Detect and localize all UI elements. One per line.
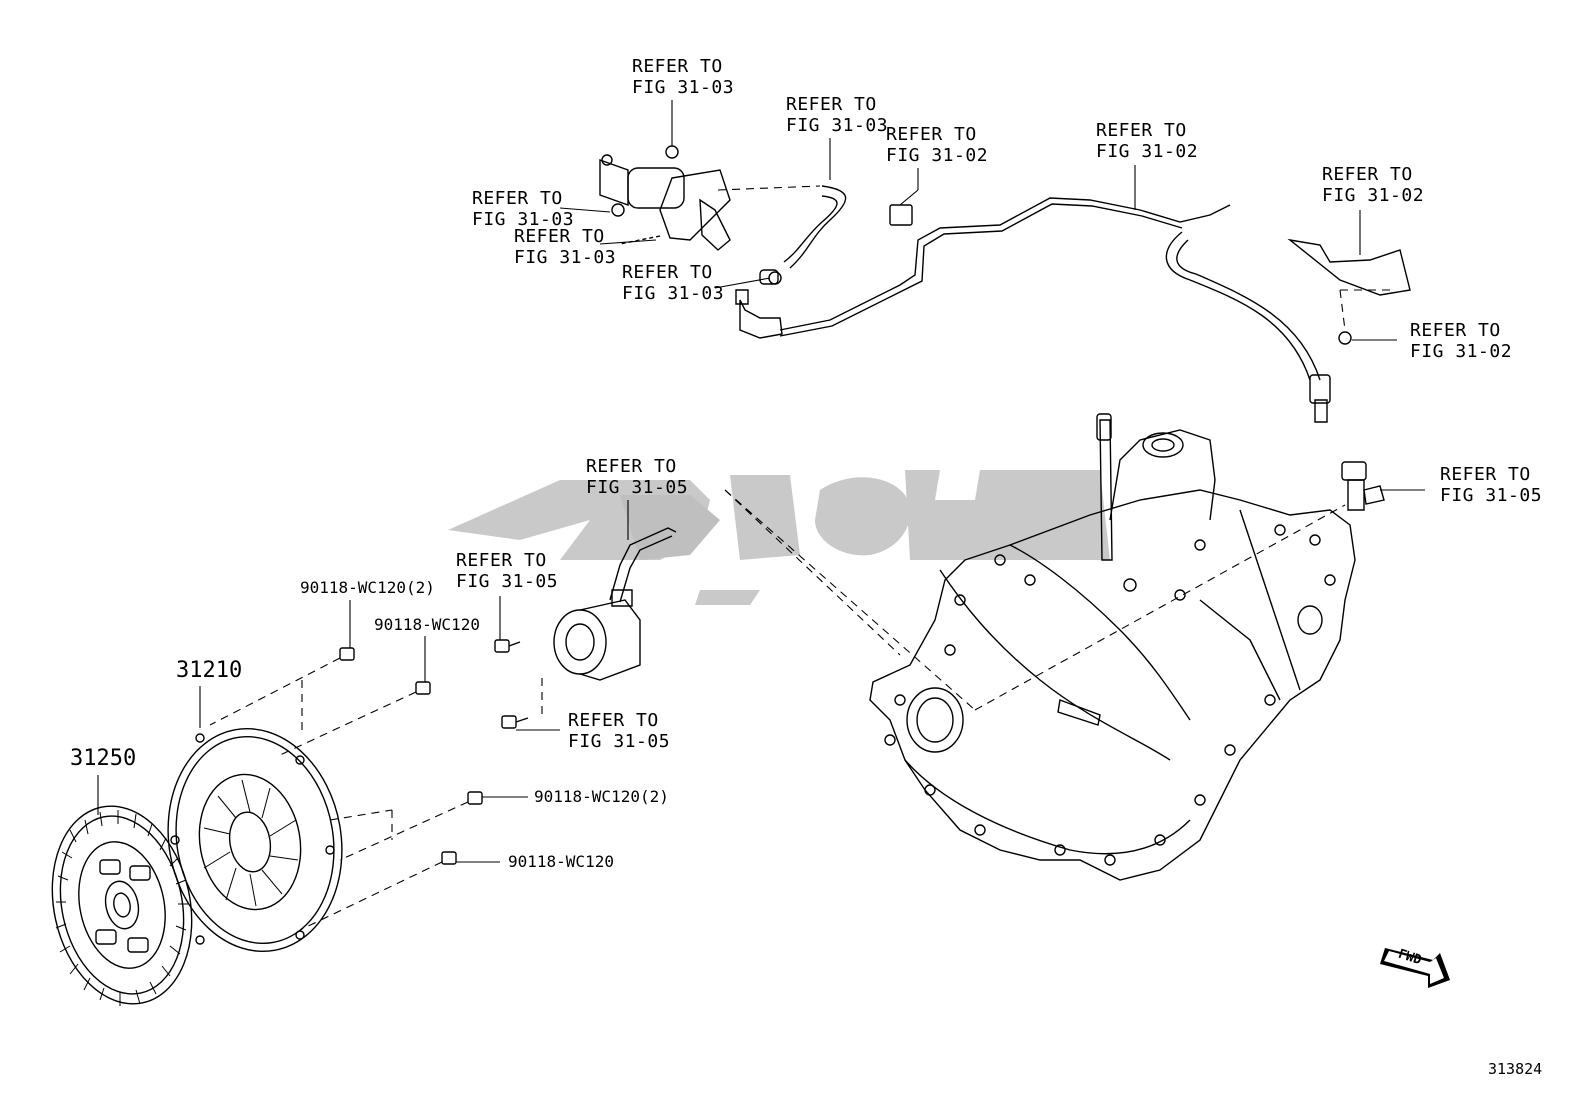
refer-line1: REFER TO	[1440, 464, 1531, 485]
refer-line2: FIG 31-05	[456, 571, 559, 592]
clutch-disc	[35, 793, 210, 1017]
refer-label: REFER TO FIG 31-05	[568, 710, 670, 752]
refer-line1: REFER TO	[456, 550, 547, 571]
refer-line1: REFER TO	[886, 124, 977, 145]
part-number-bolt: 90118-WC120	[508, 852, 614, 871]
refer-line1: REFER TO	[632, 56, 723, 77]
refer-line1: REFER TO	[1410, 320, 1501, 341]
refer-line2: FIG 31-03	[786, 115, 889, 136]
refer-line2: FIG 31-02	[1096, 141, 1199, 162]
refer-label: REFER TO FIG 31-03	[786, 94, 888, 136]
watermark-logo	[448, 470, 1110, 605]
refer-label: REFER TO FIG 31-02	[1322, 164, 1424, 206]
hydraulic-lines	[736, 186, 1410, 510]
refer-line2: FIG 31-02	[886, 145, 989, 166]
refer-label: REFER TO FIG 31-03	[622, 262, 724, 304]
refer-line1: REFER TO	[1322, 164, 1413, 185]
refer-label: REFER TO FIG 31-02	[1096, 120, 1198, 162]
refer-line1: REFER TO	[1096, 120, 1187, 141]
bolts	[340, 640, 528, 864]
release-cylinder	[554, 528, 676, 680]
refer-line1: REFER TO	[622, 262, 713, 283]
refer-label: REFER TO FIG 31-02	[1410, 320, 1512, 362]
refer-line1: REFER TO	[568, 710, 659, 731]
refer-line1: REFER TO	[472, 188, 563, 209]
refer-line2: FIG 31-02	[1322, 185, 1425, 206]
part-number-bolt: 90118-WC120(2)	[300, 578, 435, 597]
fwd-arrow-icon	[1380, 948, 1450, 988]
refer-line1: REFER TO	[586, 456, 677, 477]
refer-label: REFER TO FIG 31-02	[886, 124, 988, 166]
part-number-bolt: 90118-WC120	[374, 615, 480, 634]
refer-line2: FIG 31-05	[586, 477, 689, 498]
leader-lines	[98, 100, 1425, 862]
refer-label: REFER TO FIG 31-05	[586, 456, 688, 498]
refer-label: REFER TO FIG 31-03	[514, 226, 616, 268]
part-number-clutch-cover: 31210	[176, 658, 243, 683]
clutch-master-cylinder	[600, 146, 730, 250]
part-number-bolt: 90118-WC120(2)	[534, 787, 669, 806]
refer-line2: FIG 31-02	[1410, 341, 1513, 362]
refer-line1: REFER TO	[514, 226, 605, 247]
refer-line2: FIG 31-05	[568, 731, 671, 752]
part-number-clutch-disc: 31250	[70, 746, 137, 771]
refer-line2: FIG 31-03	[622, 283, 725, 304]
refer-line1: REFER TO	[786, 94, 877, 115]
refer-label: REFER TO FIG 31-05	[1440, 464, 1542, 506]
refer-line2: FIG 31-05	[1440, 485, 1543, 506]
refer-label: REFER TO FIG 31-05	[456, 550, 558, 592]
refer-line2: FIG 31-03	[632, 77, 735, 98]
refer-line2: FIG 31-03	[472, 209, 575, 230]
clutch-cover	[151, 715, 359, 965]
refer-line2: FIG 31-03	[514, 247, 617, 268]
transmission-housing	[870, 414, 1355, 880]
refer-label: REFER TO FIG 31-03	[632, 56, 734, 98]
refer-label: REFER TO FIG 31-03	[472, 188, 574, 230]
diagram-code: 313824	[1488, 1060, 1543, 1078]
assembly-dashed-lines	[210, 186, 1390, 930]
